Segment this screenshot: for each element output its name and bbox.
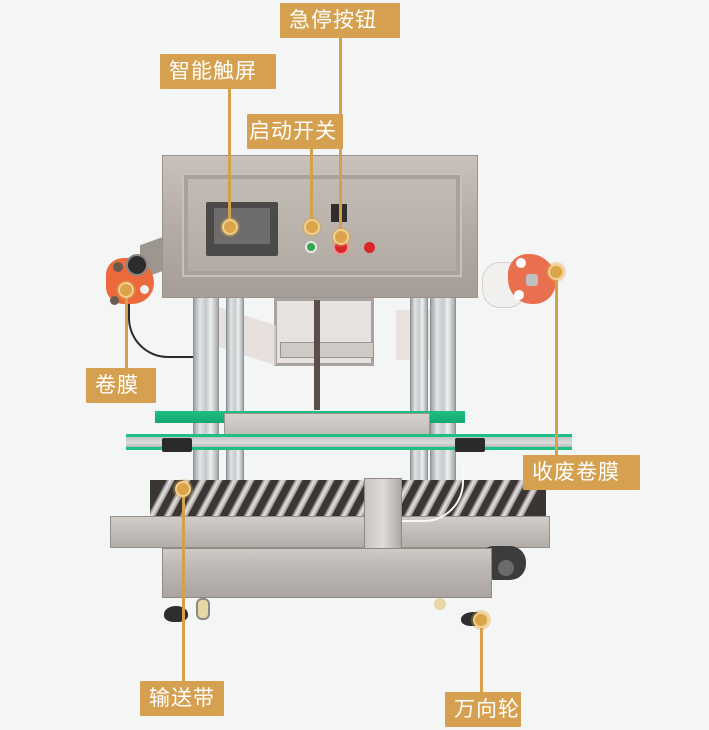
callout-line-conveyor (182, 490, 185, 681)
callout-line-waste-film-roll (555, 272, 558, 455)
callout-label-conveyor: 输送带 (140, 681, 224, 716)
callout-label-emergency-stop: 急停按钮 (280, 3, 400, 38)
callout-dot-start-switch (304, 219, 320, 235)
callout-label-film-roll: 卷膜 (86, 368, 156, 403)
sealing-head-plate (280, 342, 374, 358)
caster-right (434, 598, 446, 610)
callout-line-touch-screen (228, 88, 231, 228)
callout-dot-waste-film-roll (548, 264, 564, 280)
rail-clamp-right (455, 438, 485, 452)
callout-line-film-roll (125, 290, 128, 368)
rail-clamp-left (162, 438, 192, 452)
film-roll-gear (126, 254, 148, 276)
callout-line-caster-wheel (480, 620, 483, 692)
waste-film-shaft (526, 274, 538, 286)
callout-label-caster-wheel: 万向轮 (445, 692, 521, 727)
callout-dot-caster-wheel (473, 612, 489, 628)
roller-conveyor (150, 480, 546, 520)
sealing-head-rod (314, 300, 320, 410)
caster-left (196, 598, 210, 620)
callout-label-waste-film-roll: 收废卷膜 (523, 455, 640, 490)
frame-post-left-inner (226, 296, 244, 496)
drive-motor-hub (498, 560, 514, 576)
film-roll-hole (113, 262, 123, 272)
side-rail-front (126, 434, 572, 450)
callout-dot-touch-screen (222, 219, 238, 235)
callout-label-start-switch: 启动开关 (247, 114, 343, 149)
callout-line-start-switch (310, 148, 313, 228)
callout-dot-conveyor (175, 481, 191, 497)
callout-dot-emergency-stop (333, 229, 349, 245)
indicator-light (364, 242, 375, 253)
start-button (305, 241, 317, 253)
machine-base (162, 548, 492, 598)
callout-dot-film-roll (118, 282, 134, 298)
film-roll-hole (110, 296, 119, 305)
conveyor-side-beam (110, 516, 550, 548)
left-film-cable (128, 296, 200, 358)
waste-film-hole (516, 258, 526, 268)
waste-film-hole (514, 290, 524, 300)
film-roll-hole (140, 285, 149, 294)
callout-label-touch-screen: 智能触屏 (160, 54, 276, 89)
